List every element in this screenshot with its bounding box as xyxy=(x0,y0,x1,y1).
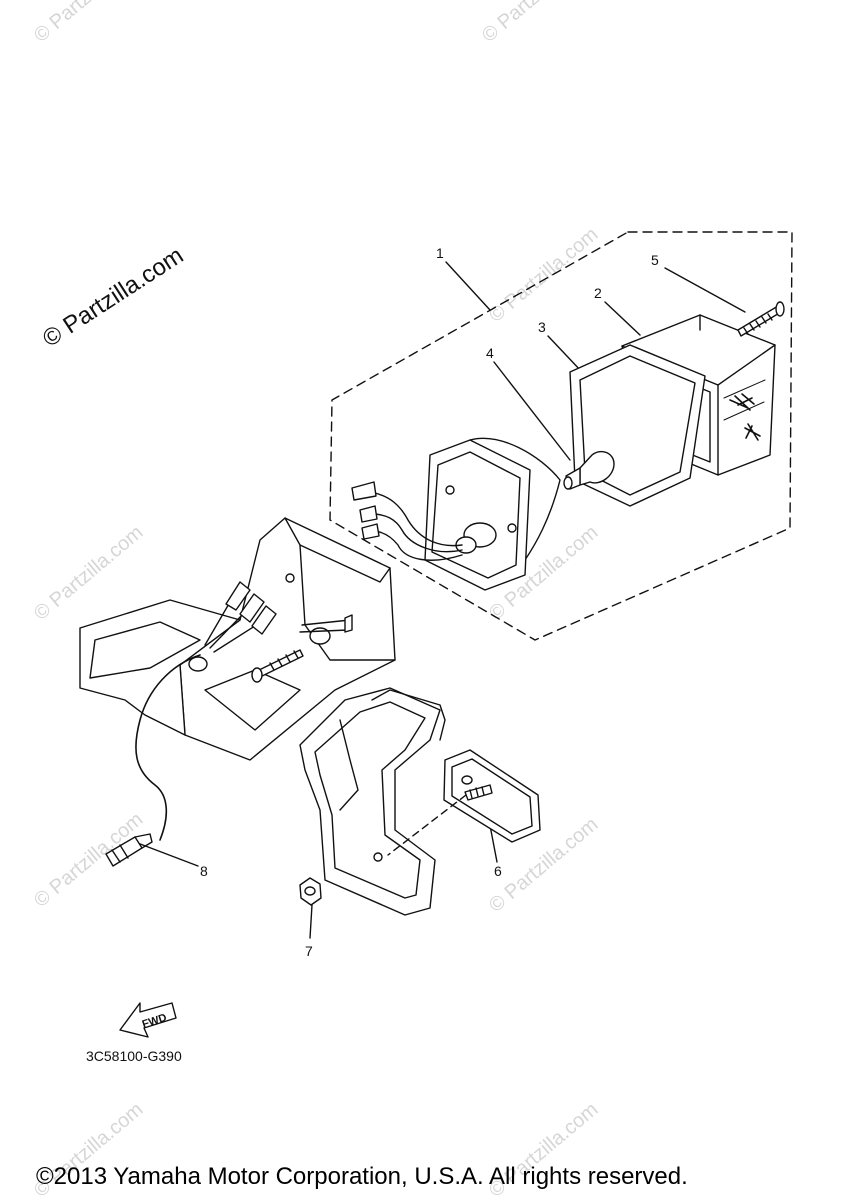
callout-4: 4 xyxy=(486,345,494,361)
wire-harness xyxy=(105,581,277,867)
leader-line-7 xyxy=(309,904,313,939)
diagram-code: 3C58100-G390 xyxy=(86,1048,182,1064)
taillight-base xyxy=(424,437,561,591)
callout-5: 5 xyxy=(651,252,659,268)
callout-3: 3 xyxy=(538,319,546,335)
taillight-bulb xyxy=(563,450,615,490)
leader-line-4 xyxy=(493,361,571,461)
callout-8: 8 xyxy=(200,863,208,879)
callout-6: 6 xyxy=(494,863,502,879)
leader-line-5 xyxy=(664,267,746,313)
assembly-boundary xyxy=(329,231,793,641)
leader-line-2 xyxy=(604,301,641,336)
copyright-notice: ©2013 Yamaha Motor Corporation, U.S.A. A… xyxy=(36,1163,688,1190)
socket-wires xyxy=(351,481,463,561)
lens-screw xyxy=(737,301,785,337)
leader-line-3 xyxy=(547,335,583,373)
callout-1: 1 xyxy=(436,245,444,261)
leader-line-1 xyxy=(445,261,491,311)
leader-line-8 xyxy=(134,841,199,867)
rear-reflector xyxy=(387,749,541,856)
flange-nut xyxy=(299,877,322,906)
callout-2: 2 xyxy=(594,285,602,301)
callout-7: 7 xyxy=(305,943,313,959)
taillight-bracket xyxy=(79,517,396,761)
fwd-arrow xyxy=(119,1002,177,1038)
license-plate-bracket xyxy=(299,687,446,916)
